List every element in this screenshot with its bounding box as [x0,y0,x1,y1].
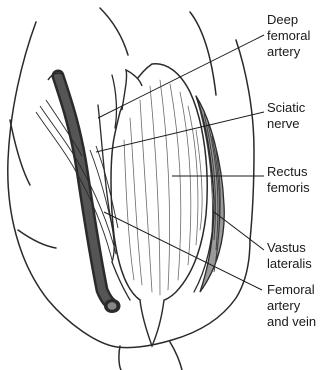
label-vastus-lateralis: Vastus lateralis [267,240,312,272]
label-line: artery [267,44,310,60]
label-line: Vastus [267,240,312,256]
label-line: and vein [267,314,316,330]
label-sciatic-nerve: Sciatic nerve [267,100,305,132]
label-line: lateralis [267,256,312,272]
label-rectus-femoris: Rectus femoris [267,164,310,196]
label-line: Deep [267,12,310,28]
label-line: Sciatic [267,100,305,116]
label-line: femoral [267,28,310,44]
rectus-femoris-muscle [111,64,207,346]
label-deep-femoral-artery: Deep femoral artery [267,12,310,60]
label-femoral-artery-and-vein: Femoral artery and vein [267,282,316,330]
label-line: nerve [267,116,305,132]
label-line: Rectus [267,164,310,180]
label-line: femoris [267,180,310,196]
label-line: Femoral [267,282,316,298]
label-line: artery [267,298,316,314]
femoral-vessels [48,73,120,313]
